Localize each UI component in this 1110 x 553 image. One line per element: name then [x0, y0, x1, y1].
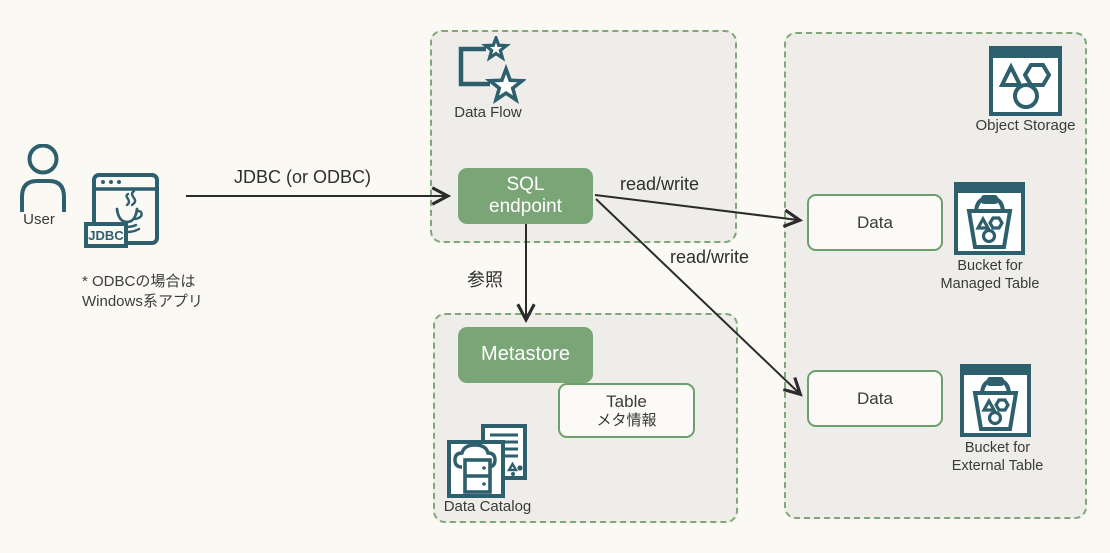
jdbc-app-icon: JDBC: [84, 173, 159, 248]
data-flow-title: Data Flow: [454, 104, 522, 121]
sql-endpoint-box: SQL endpoint: [458, 168, 593, 224]
user-label: User: [23, 211, 55, 228]
data-box-external: Data: [807, 370, 943, 427]
table-meta-box: Table メタ情報: [558, 383, 695, 438]
user-icon: [20, 144, 66, 212]
reference-label: 参照: [467, 270, 503, 290]
object-storage-title: Object Storage: [975, 117, 1076, 134]
data-catalog-label: Data Catalog: [443, 498, 532, 515]
data-catalog-icon: [447, 424, 527, 498]
sql-endpoint-label-line1: SQL: [506, 173, 545, 195]
object-storage-icon: [989, 46, 1062, 116]
data-box-managed: Data: [807, 194, 943, 251]
bucket-managed-icon: [954, 182, 1025, 255]
data-box-managed-label: Data: [857, 212, 893, 232]
jdbc-badge-label: JDBC: [88, 228, 124, 243]
data-flow-icon: [458, 36, 526, 104]
jdbc-arrow-label: JDBC (or ODBC): [233, 167, 371, 187]
odbc-note: * ODBCの場合は Windows系アプリ: [82, 273, 203, 311]
metastore-box: Metastore: [458, 327, 593, 383]
metastore-label: Metastore: [481, 343, 570, 366]
read-write-bottom-label: read/write: [670, 247, 750, 267]
bucket-external-icon: [960, 364, 1031, 437]
read-write-top-label: read/write: [620, 174, 700, 194]
sql-endpoint-label-line2: endpoint: [489, 196, 562, 217]
bucket-external-label: Bucket for External Table: [951, 440, 1044, 475]
data-box-external-label: Data: [857, 388, 893, 408]
table-meta-line2: メタ情報: [596, 411, 657, 429]
table-meta-line1: Table: [606, 391, 647, 411]
bucket-managed-label: Bucket for Managed Table: [940, 258, 1040, 293]
